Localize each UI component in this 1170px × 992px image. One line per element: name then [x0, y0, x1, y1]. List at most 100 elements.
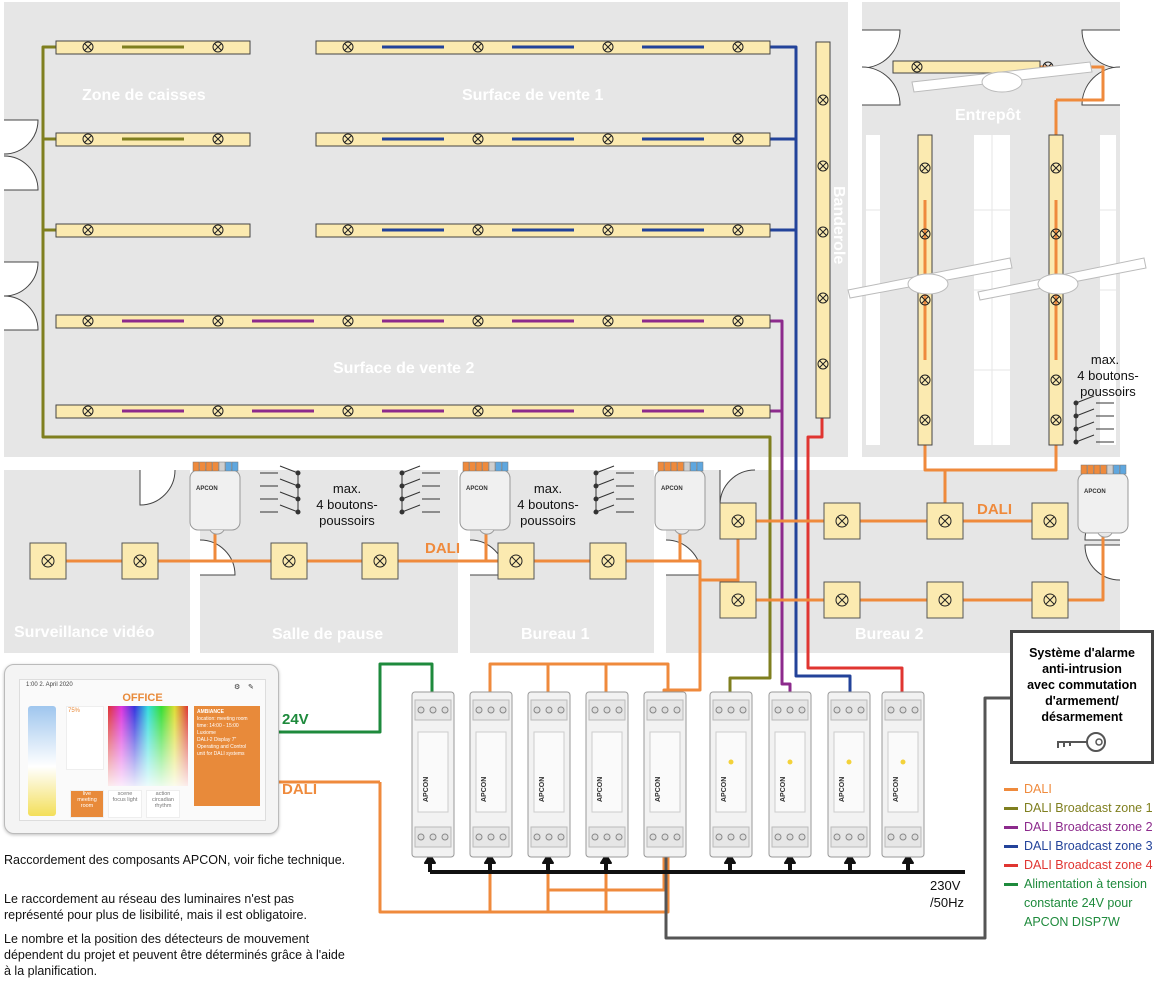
apcon-logo: APCON	[893, 777, 900, 802]
ambiance-card: AMBIANCE location: meeting room time: 14…	[194, 706, 260, 806]
apcon-logo: APCON	[661, 486, 683, 492]
legend-item: DALI Broadcast zone 4	[1004, 856, 1170, 875]
ambiance-title: AMBIANCE	[197, 709, 224, 715]
lamp-icon	[472, 405, 484, 417]
legend-label: DALI Broadcast zone 4	[1024, 858, 1153, 872]
legend-item: DALI	[1004, 780, 1170, 799]
info-line: location: meeting room	[197, 716, 248, 722]
motion-sensor-module: APCON	[654, 461, 706, 535]
label-surveillance: Surveillance vidéo	[14, 624, 155, 641]
wire-zone-2	[770, 319, 792, 692]
room-labels: Zone de caisses Surface de vente 1 Surfa…	[14, 87, 1021, 643]
apcon-logo: APCON	[1084, 489, 1106, 495]
lamp-icon	[602, 133, 614, 145]
label-zone-caisses: Zone de caisses	[82, 87, 206, 104]
motion-sensor-module: APCON	[189, 461, 241, 535]
lamp-icon	[82, 224, 94, 236]
din-module: APCON	[411, 691, 455, 858]
apcon-logo: APCON	[839, 777, 846, 802]
lamp-icon	[342, 224, 354, 236]
lamp-icon	[1050, 162, 1062, 174]
ceiling-light	[497, 542, 535, 580]
legend-swatch	[1004, 807, 1018, 810]
legend-item: DALI Broadcast zone 1	[1004, 799, 1170, 818]
pb-label-1: max.4 boutons-poussoirs	[316, 481, 377, 528]
legend-item: Alimentation à tension constante 24V pou…	[1004, 875, 1170, 932]
ceiling-light	[29, 542, 67, 580]
ceiling-light	[121, 542, 159, 580]
apcon-logo: APCON	[481, 777, 488, 802]
lamp-icon	[212, 41, 224, 53]
touch-panel: 1:00 2. April 2020 ⚙ ✎ OFFICE 75% AMBIAN…	[4, 664, 279, 834]
lamp-icon	[817, 358, 829, 370]
label-salle-pause: Salle de pause	[272, 626, 383, 643]
screen-title: OFFICE	[122, 692, 163, 704]
lamp-icon	[212, 405, 224, 417]
lamp-icon	[472, 315, 484, 327]
info-line: Operating and Control	[197, 744, 247, 750]
lamp-icon	[602, 224, 614, 236]
apcon-logo: APCON	[539, 777, 546, 802]
lamp-icon	[82, 133, 94, 145]
wire-mains	[428, 855, 965, 874]
info-line: time: 14:00 - 15:00	[197, 723, 239, 729]
lamp-icon	[919, 228, 931, 240]
legend-swatch	[1004, 845, 1018, 848]
lamp-icon	[472, 133, 484, 145]
alarm-line: anti-intrusion	[1042, 662, 1122, 676]
legend-swatch	[1004, 826, 1018, 829]
key-icon	[1057, 732, 1106, 752]
lamp-icon	[602, 315, 614, 327]
din-module: APCON	[768, 691, 812, 858]
lamp-icon	[732, 405, 744, 417]
ceiling-light	[1031, 581, 1069, 619]
room-office-2	[666, 470, 1120, 653]
lamp-icon	[212, 315, 224, 327]
dali-label-rooms: DALI	[425, 540, 460, 557]
alarm-line: avec commutation	[1027, 678, 1137, 692]
ceiling-light	[823, 581, 861, 619]
din-modules: APCON APCON APCON APCON APCON APCON APCON APCON…	[411, 691, 925, 858]
power-label: 230V/50Hz	[930, 878, 964, 910]
apcon-logo: APCON	[780, 777, 787, 802]
color-temperature-bar	[28, 706, 56, 816]
wire-zone-1	[41, 45, 772, 692]
wire-zone-3	[770, 45, 852, 692]
lamp-icon	[817, 94, 829, 106]
apcon-logo: APCON	[423, 777, 430, 802]
lamp-icon	[1050, 374, 1062, 386]
note-1: Raccordement des composants APCON, voir …	[4, 853, 346, 867]
legend: DALI DALI Broadcast zone 1 DALI Broadcast …	[1004, 780, 1170, 932]
apcon-logo: APCON	[597, 777, 604, 802]
lamp-icon	[342, 315, 354, 327]
lamp-icon	[817, 292, 829, 304]
lamp-icon	[817, 226, 829, 238]
push-button-icon	[399, 478, 440, 489]
din-module: APCON	[827, 691, 871, 858]
touch-screen: 1:00 2. April 2020 ⚙ ✎ OFFICE 75% AMBIAN…	[19, 679, 266, 821]
wire-dali-bus	[378, 662, 670, 914]
lamp-icon	[1050, 414, 1062, 426]
info-line: DALI-2 Display 7"	[197, 737, 237, 743]
lamp-icon	[919, 294, 931, 306]
lamp-icon	[1050, 228, 1062, 240]
apcon-logo: APCON	[655, 777, 662, 802]
apcon-logo: APCON	[466, 486, 488, 492]
color-picker	[108, 706, 188, 786]
dali-label-office2: DALI	[977, 501, 1012, 518]
screen-time: 1:00 2. April 2020	[26, 682, 73, 688]
sensor-modules: APCON APCON APCON APCON	[189, 461, 1129, 538]
lamp-icon	[732, 315, 744, 327]
alarm-line: désarmement	[1041, 710, 1123, 724]
legend-label: DALI Broadcast zone 1	[1024, 801, 1153, 815]
note-2: Le raccordement au réseau des luminaires…	[4, 892, 307, 922]
alarm-line: d'armement/	[1045, 694, 1119, 708]
wire-alarm	[664, 696, 1012, 940]
lamp-icon	[82, 315, 94, 327]
lamp-icon	[472, 41, 484, 53]
info-line: Luxiome	[197, 730, 216, 736]
note-3: Le nombre et la position des détecteurs …	[4, 932, 345, 978]
wire-24v	[277, 662, 434, 734]
label-entrepot: Entrepôt	[955, 107, 1021, 124]
